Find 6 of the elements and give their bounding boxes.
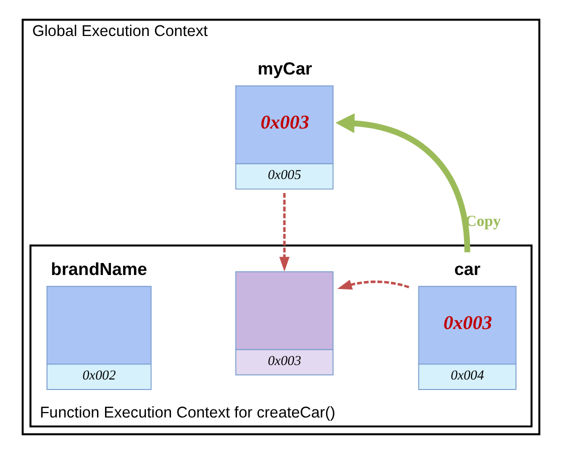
node-label: car <box>454 259 480 280</box>
arrow <box>335 113 470 252</box>
arrow <box>336 280 411 290</box>
arrow <box>278 193 290 272</box>
node-label: brandName <box>50 259 147 280</box>
node-label: myCar <box>257 58 312 79</box>
